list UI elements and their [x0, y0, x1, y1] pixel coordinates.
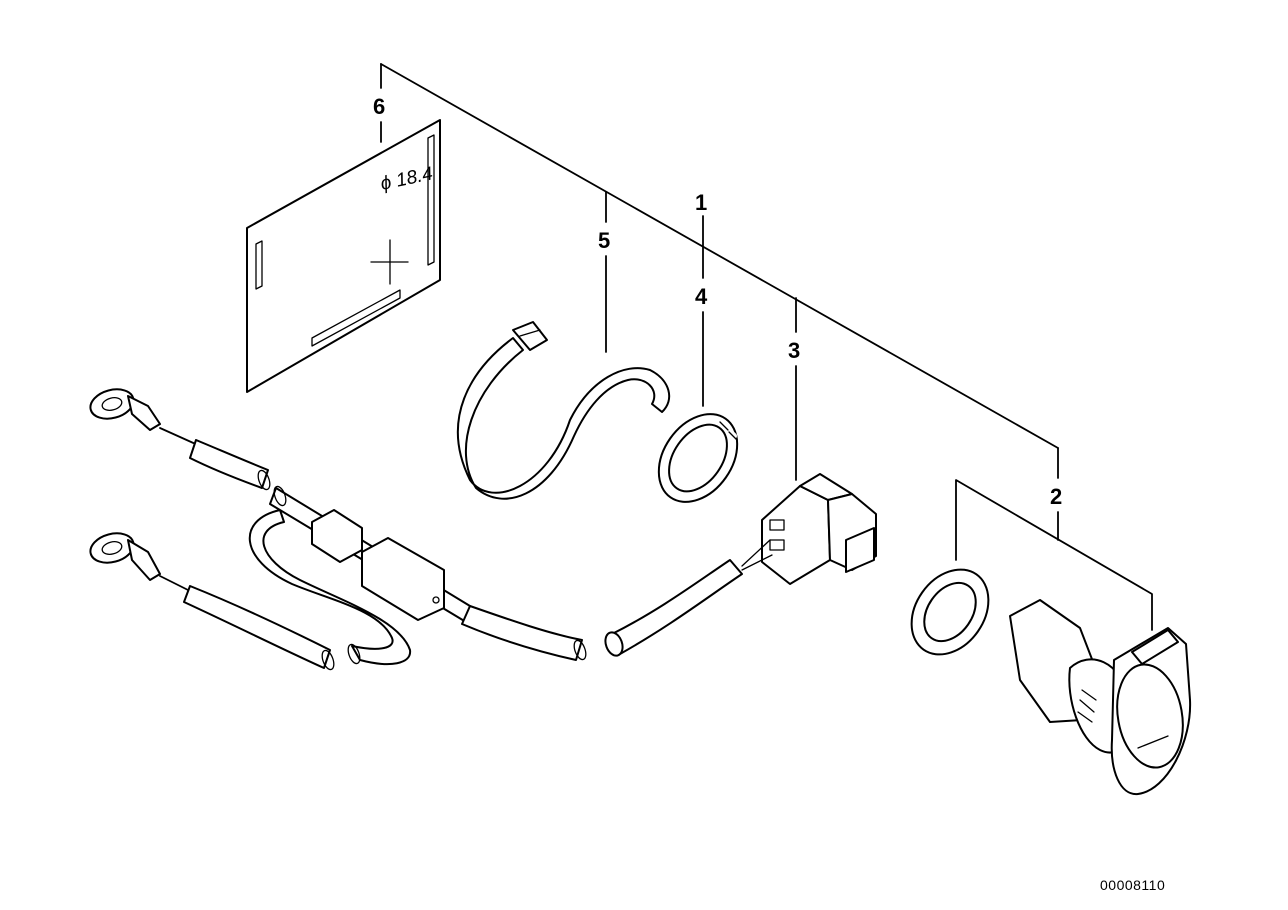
label-plate: ϕ 18.4 [246, 119, 441, 393]
callout-5: 5 [598, 228, 610, 253]
leader-lines [380, 63, 1153, 631]
callout-3: 3 [788, 338, 800, 363]
callout-6: 6 [373, 94, 385, 119]
callout-labels: 6 5 1 4 3 2 [373, 94, 1062, 509]
split-ring [657, 413, 739, 503]
wiring-harness [89, 388, 587, 671]
power-socket [1009, 599, 1192, 796]
callout-2: 2 [1050, 484, 1062, 509]
cable-tie [456, 321, 671, 500]
callout-4: 4 [695, 284, 708, 309]
lock-nut [910, 568, 990, 656]
connector-plug [604, 473, 877, 657]
diagram-code: 00008110 [1100, 877, 1165, 893]
callout-1: 1 [695, 190, 707, 215]
